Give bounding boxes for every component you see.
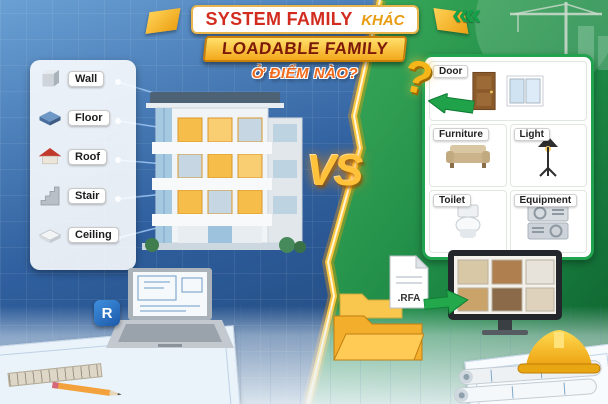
cell-label: Light	[513, 128, 550, 141]
cell-toilet: Toilet	[429, 190, 507, 253]
cell-equipment: Equipment	[509, 190, 587, 253]
title-line2: LOADABLE FAMILY	[202, 36, 408, 62]
stair-icon	[38, 184, 62, 208]
list-item-label: Stair	[68, 188, 107, 204]
family-browser-monitor	[448, 250, 562, 335]
pencil-icon	[51, 381, 122, 396]
cell-light: Light	[509, 124, 587, 187]
rfa-file-icon: .RFA	[388, 254, 430, 310]
lamp-icon	[538, 135, 559, 177]
rfa-file-label: .RFA	[397, 293, 421, 304]
safety-helmet-icon	[517, 330, 601, 374]
green-arrow-right-icon	[422, 289, 469, 315]
double-chevron-icon: ««	[452, 0, 481, 31]
sofa-icon	[445, 144, 490, 168]
green-arrow-left-icon	[427, 92, 476, 115]
roof-icon	[38, 145, 62, 169]
title-block: SYSTEM FAMILY KHÁC LOADABLE FAMILY Ở ĐIỂ…	[140, 5, 470, 82]
title-line3: Ở ĐIỂM NÀO?	[251, 65, 359, 82]
list-item-label: Ceiling	[68, 227, 119, 243]
list-item-ceiling: Ceiling	[38, 223, 128, 247]
hvac-equipment-icon	[527, 204, 569, 239]
list-item-wall: Wall	[38, 67, 128, 91]
list-item-floor: Floor	[38, 106, 128, 130]
title-suffix: KHÁC	[361, 12, 405, 29]
cell-label: Door	[433, 65, 469, 78]
laptop-icon	[106, 268, 234, 348]
cell-label: Furniture	[433, 128, 489, 141]
vs-label: VS	[306, 146, 364, 195]
title-main: SYSTEM FAMILY	[205, 9, 353, 29]
toilet-icon	[455, 204, 481, 238]
loadable-family-panel: Door Furniture Light Toilet Equipment	[422, 54, 594, 260]
system-family-panel: Wall Floor Roof Stair Ceiling	[30, 60, 136, 270]
revit-logo: R	[94, 300, 120, 326]
title-line1: SYSTEM FAMILY KHÁC	[191, 5, 419, 34]
list-item-stair: Stair	[38, 184, 128, 208]
window-icon	[506, 75, 544, 107]
ceiling-icon	[38, 223, 62, 247]
cell-furniture: Furniture	[429, 124, 507, 187]
list-item-label: Roof	[68, 149, 108, 165]
list-item-label: Floor	[68, 110, 110, 126]
floor-icon	[38, 106, 62, 130]
folder-icon	[333, 293, 424, 361]
door-icon	[472, 71, 496, 111]
building-illustration	[142, 92, 306, 253]
list-item-label: Wall	[68, 71, 105, 87]
cell-label: Equipment	[513, 194, 578, 207]
cell-label: Toilet	[433, 194, 471, 207]
list-item-roof: Roof	[38, 145, 128, 169]
wall-icon	[38, 67, 62, 91]
